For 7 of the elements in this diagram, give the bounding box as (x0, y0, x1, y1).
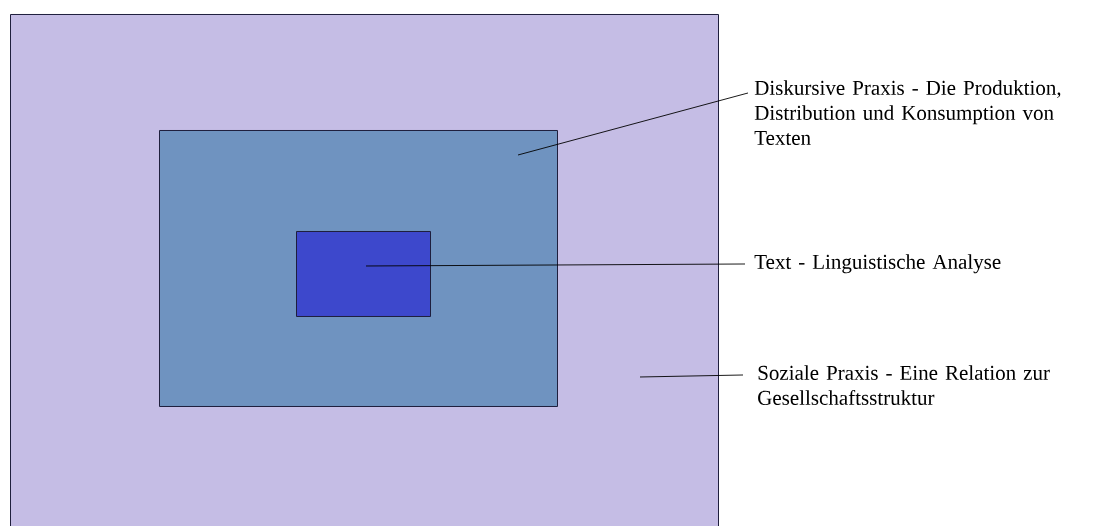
callout-text: Text - Linguistische Analyse (754, 254, 1001, 274)
callout-text: Diskursive Praxis - Die Produktion, Distribution und Konsumption von Texten (754, 80, 1061, 145)
leader-line (365, 263, 746, 267)
nested-box (296, 231, 431, 317)
leader-line (639, 374, 744, 378)
callout-text: Soziale Praxis - Eine Relation zur Gesellschaftsstruktur (758, 365, 1050, 405)
leader-line (517, 92, 749, 156)
